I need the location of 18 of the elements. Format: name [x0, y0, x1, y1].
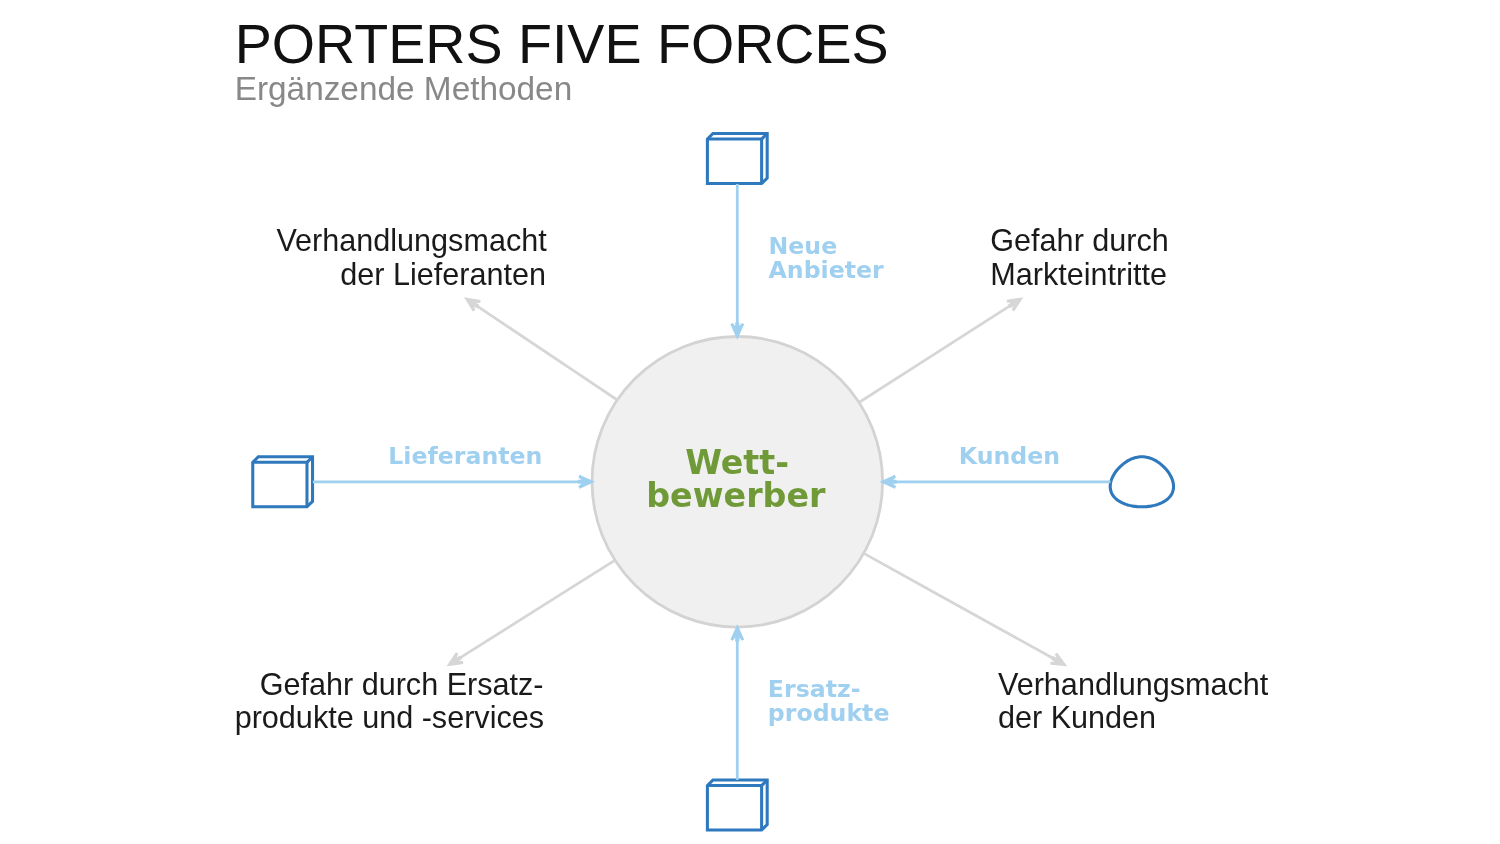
- arrow: [858, 297, 1022, 404]
- edge-label: Lieferanten: [387, 441, 542, 470]
- node-text: Verhandlungsmacht der Kunden: [997, 666, 1268, 735]
- node-text: Gefahr durch Ersatz- produkte und -services: [234, 666, 544, 735]
- arrow: [447, 559, 615, 666]
- arrow: [312, 474, 593, 489]
- arrow: [729, 626, 744, 780]
- edge-label: Ersatz- produkte: [767, 675, 889, 728]
- node-person: [1108, 455, 1175, 509]
- arrow: [880, 474, 1110, 489]
- edge-label: Kunden: [958, 441, 1060, 470]
- node-text: Gefahr durch Markteintritte: [989, 223, 1169, 291]
- node-text: Verhandlungsmacht der Lieferanten: [275, 223, 547, 291]
- node-circle: Wett- bewerber: [590, 335, 884, 629]
- arrow: [464, 297, 618, 401]
- edge-label: Neue Anbieter: [768, 231, 884, 284]
- arrow: [729, 184, 744, 338]
- arrow: [862, 552, 1066, 666]
